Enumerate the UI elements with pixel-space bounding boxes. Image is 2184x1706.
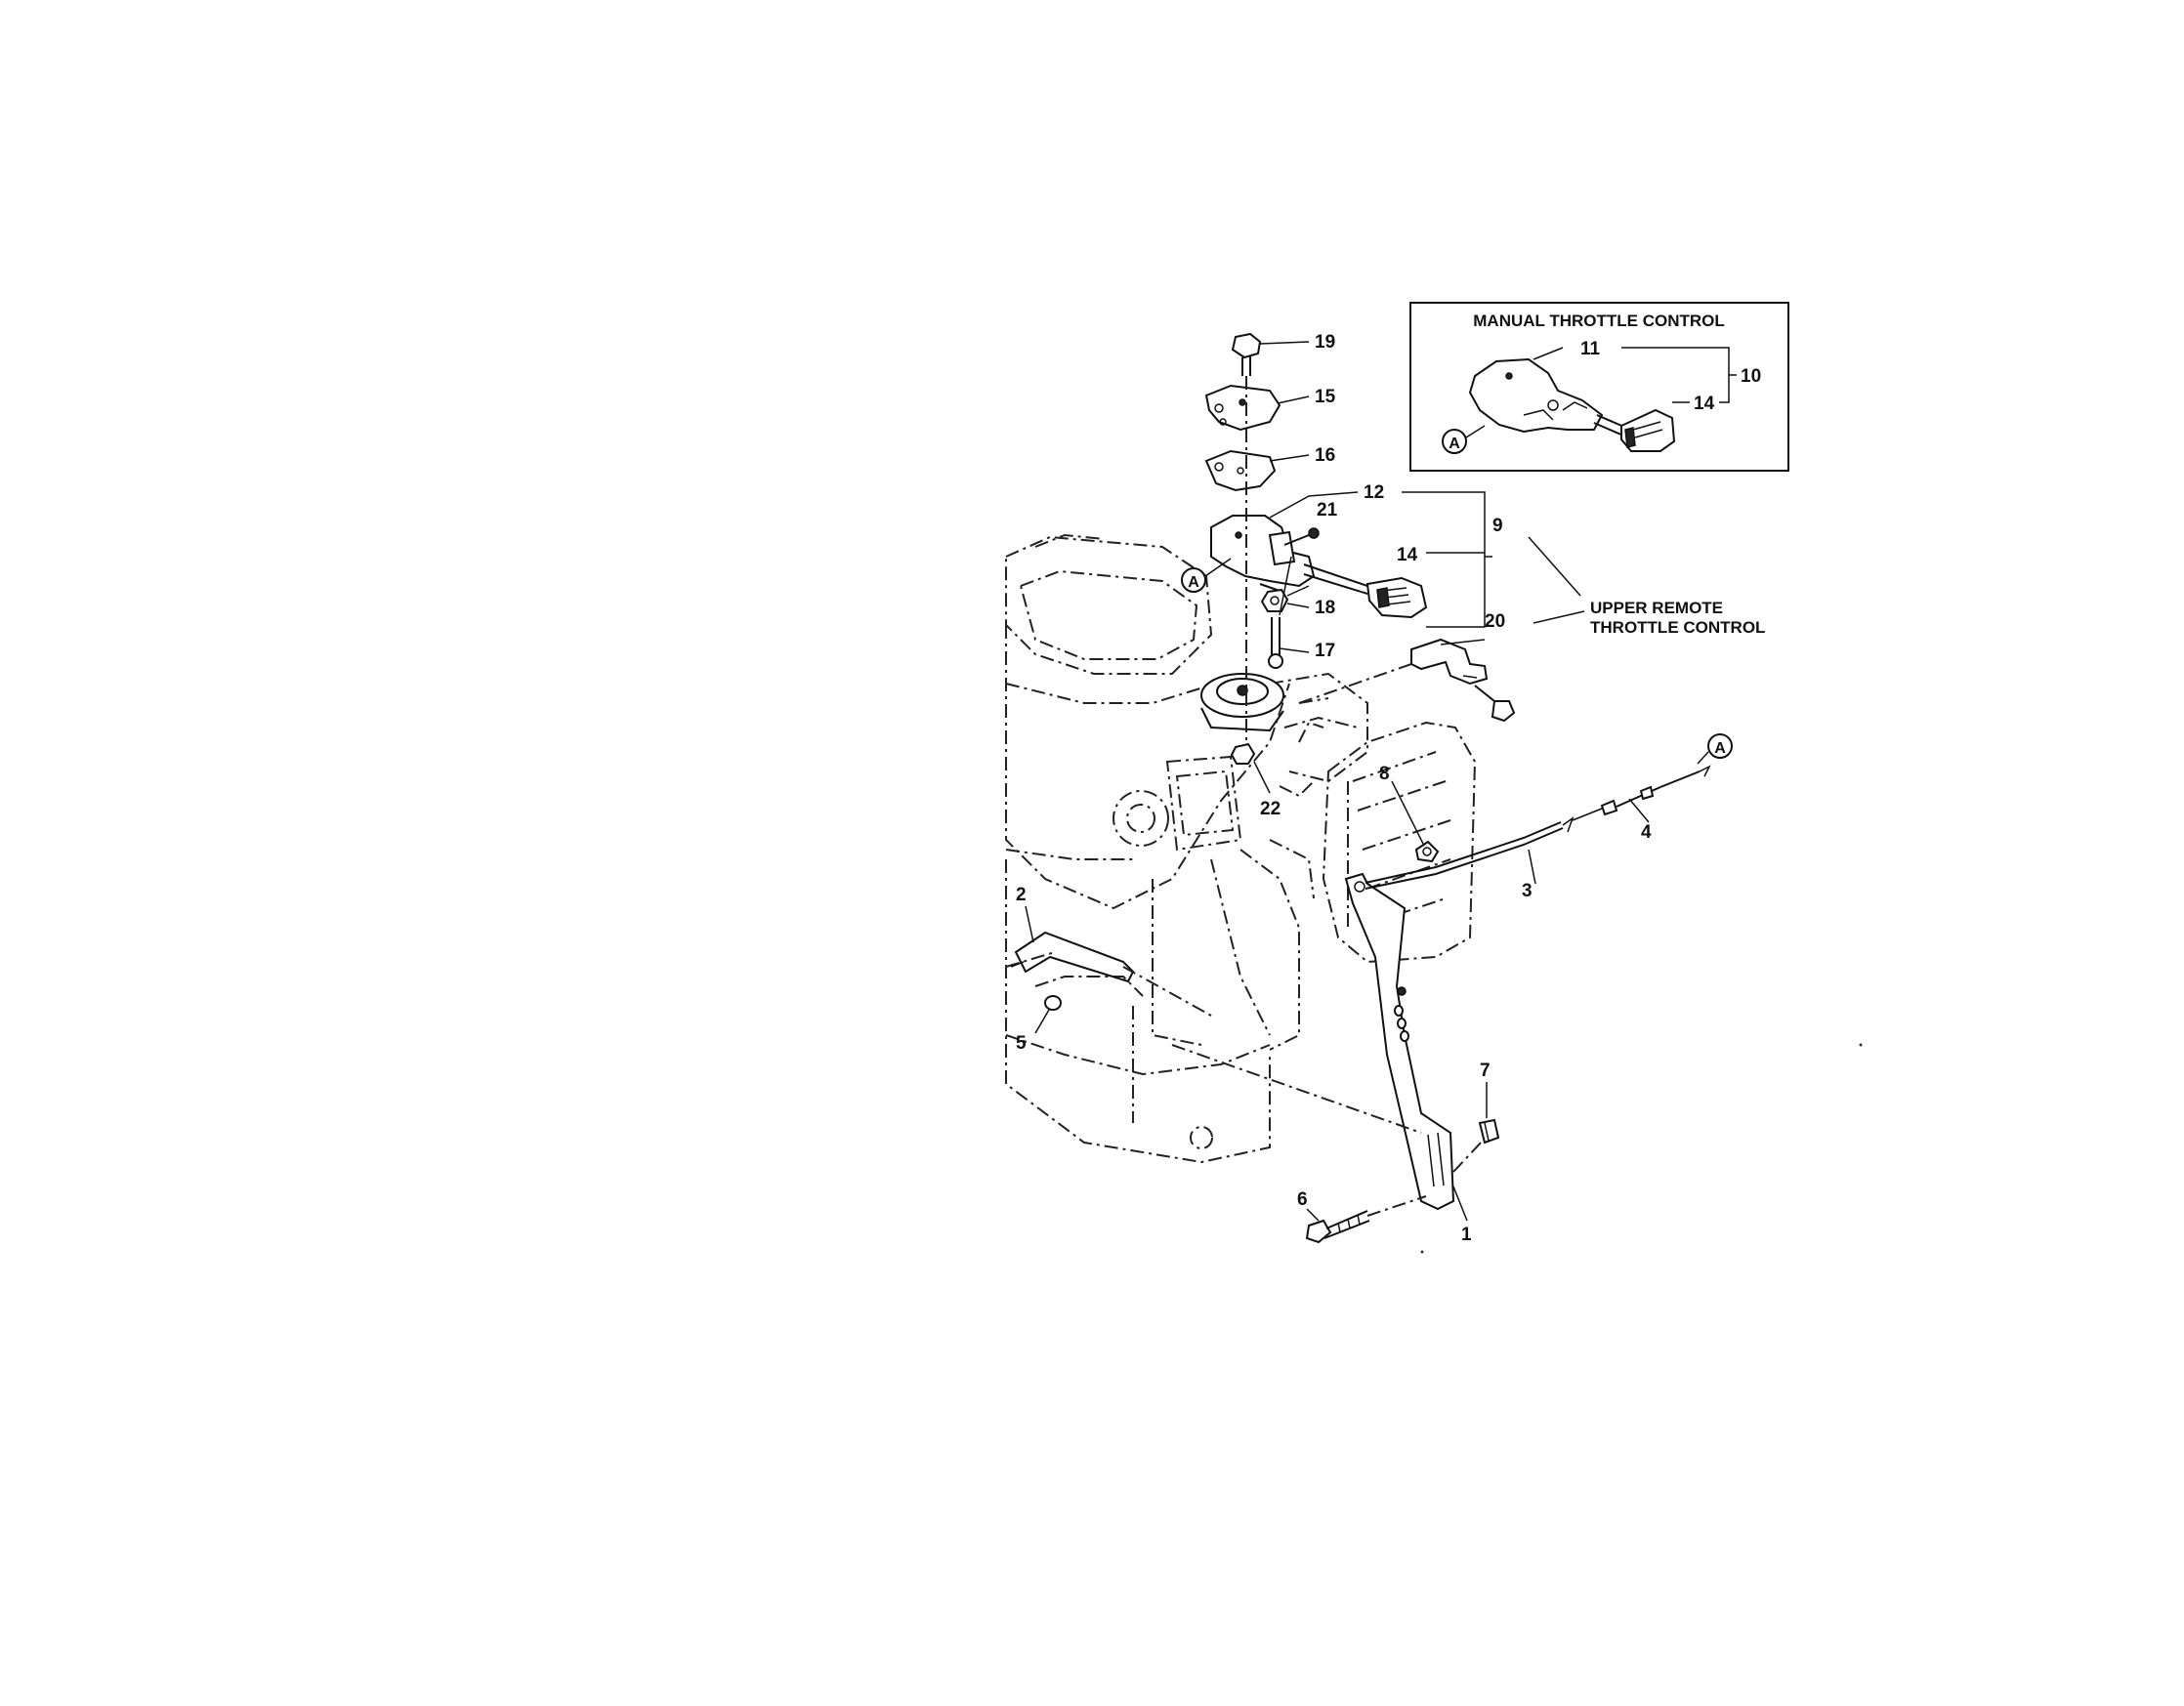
projection-line-bracket: [1298, 663, 1412, 704]
part-5-washer: [1044, 995, 1062, 1011]
part-7-nut: [1478, 1118, 1500, 1144]
part-22-nut: [1230, 742, 1256, 765]
leader-lines: [1025, 341, 1650, 1222]
inset-title: MANUAL THROTTLE CONTROL: [1473, 312, 1725, 330]
callout-20: 20: [1485, 611, 1505, 632]
part-19-bolt: [1231, 332, 1262, 376]
ref-circle-a-cable: A: [1697, 733, 1733, 765]
part-20-bracket: [1410, 638, 1489, 686]
part-15-plate: [1204, 384, 1281, 432]
bracket-screw: [1474, 685, 1516, 723]
callout-6: 6: [1297, 1189, 1308, 1210]
callout-8: 8: [1379, 764, 1390, 784]
part-1-throttle-lever: [1344, 872, 1455, 1211]
inset-callout-10: 10: [1741, 366, 1761, 387]
callout-16: 16: [1315, 445, 1335, 466]
callout-21: 21: [1317, 500, 1338, 520]
part-12-throttle-control: [1210, 515, 1368, 595]
inset-callout-14: 14: [1694, 394, 1715, 414]
projection-line-lever: [1171, 1044, 1422, 1134]
callout-3: 3: [1522, 881, 1533, 901]
part-2-pin: [1010, 931, 1135, 983]
callout-12: 12: [1364, 482, 1384, 503]
projection-line-bolt: [1366, 1195, 1427, 1217]
projection-line-nut: [1452, 1140, 1484, 1173]
callout-9: 9: [1492, 516, 1503, 536]
callout-2: 2: [1016, 885, 1027, 905]
part-3-throttle-rod: [1365, 816, 1575, 890]
projection-line-pin: [1122, 966, 1212, 1017]
speck: [1420, 1250, 1424, 1254]
callout-19: 19: [1315, 332, 1335, 353]
part-21-screw: [1283, 527, 1320, 546]
speck: [1859, 1043, 1863, 1047]
svg-text:UPPER REMOTE: UPPER REMOTE: [1590, 599, 1723, 617]
part-17-stud: [1268, 617, 1283, 669]
callout-17: 17: [1315, 641, 1335, 661]
svg-text:A: A: [1188, 574, 1199, 591]
part-4-cable: [1572, 765, 1711, 821]
callout-labels: 19 15 16 12 9 21 14 18 17 22 20 8 3 4 2 …: [1016, 332, 1652, 1245]
upper-remote-throttle-annotation: UPPER REMOTE THROTTLE CONTROL: [1590, 599, 1765, 637]
callout-5: 5: [1016, 1033, 1027, 1054]
inset-callout-11: 11: [1580, 339, 1601, 359]
callout-7: 7: [1480, 1061, 1491, 1081]
callout-22: 22: [1260, 799, 1281, 819]
svg-text:THROTTLE CONTROL: THROTTLE CONTROL: [1590, 618, 1765, 637]
part-14-connector: [1365, 576, 1428, 619]
part-8-clip: [1414, 840, 1440, 863]
part-16-plate: [1204, 449, 1277, 492]
callout-14: 14: [1397, 545, 1418, 565]
callout-1: 1: [1461, 1225, 1472, 1245]
callout-18: 18: [1315, 598, 1335, 618]
inset-manual-throttle-control: MANUAL THROTTLE CONTROL A 11 10 14: [1409, 302, 1789, 472]
mounting-hub: [1200, 673, 1284, 732]
callout-15: 15: [1315, 387, 1336, 407]
part-6-bolt: [1305, 1210, 1370, 1244]
ref-circle-a-plate: A: [1181, 558, 1232, 593]
svg-text:A: A: [1449, 436, 1460, 452]
callout-4: 4: [1641, 822, 1652, 843]
svg-text:A: A: [1714, 740, 1726, 757]
